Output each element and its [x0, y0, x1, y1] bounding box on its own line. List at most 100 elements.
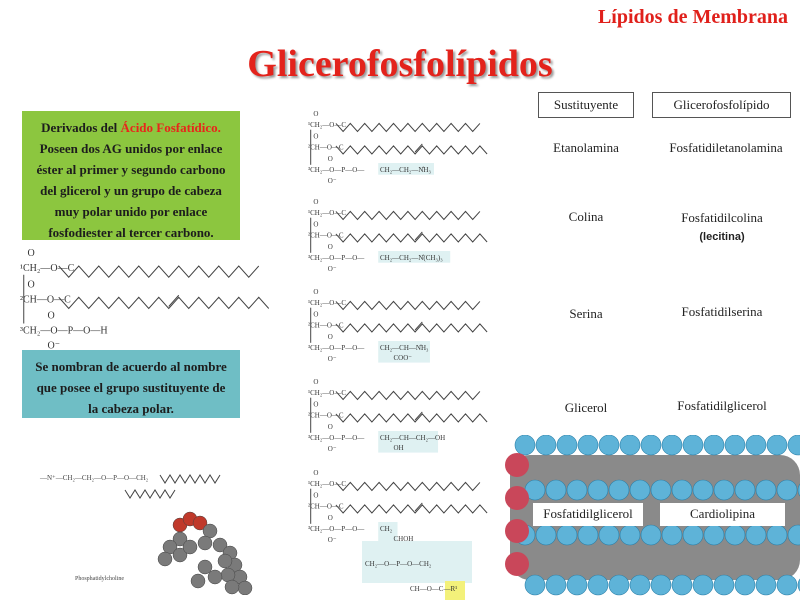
lipid-head-sphere [787, 524, 800, 546]
double-bond [414, 321, 423, 331]
phosphate-o-label: O [328, 514, 333, 522]
glycerol-c2-label: ²CH—O—C [308, 503, 344, 511]
phosphate-o-minus-label: O⁻ [328, 177, 337, 185]
fatty-acid-chain [335, 504, 488, 514]
atom-sphere [197, 559, 213, 575]
lipid-head-sphere [650, 479, 672, 501]
substituent-etanolamina: Etanolamina [553, 140, 619, 155]
lipid-head-sphere [535, 524, 557, 546]
lipid-head-sphere [766, 524, 788, 546]
carbonyl-o-label: O [313, 401, 318, 409]
head-group-label: CH₂—CH—N̊H₃ [380, 344, 429, 352]
lipid-head-sphere [556, 524, 578, 546]
head-group-highlight [378, 251, 451, 263]
lipid-head-sphere [566, 479, 588, 501]
carbonyl-o-label: O [28, 279, 35, 290]
membrane-label-cardiolipina: Cardiolipina [660, 503, 785, 526]
lipid-head-sphere [734, 574, 756, 596]
fatty-acid-chain [335, 210, 481, 221]
fatty-acid-chain [159, 474, 221, 484]
lipid-head-sphere [535, 435, 557, 456]
glycerol-c1-label: ¹CH₂—O—C [20, 263, 75, 274]
lipid-head-sphere [745, 435, 767, 456]
head-group-highlight [378, 522, 398, 544]
membrane-label-fosfatidilglicerol: Fosfatidilglicerol [533, 503, 643, 526]
fatty-acid-chain [58, 265, 260, 279]
glycerol-c3-phosphate-label: ³CH₂—O—P—O— [308, 344, 365, 352]
glycerol-c3-phosphate-label: ³CH₂—O—P—O— [308, 254, 365, 262]
lipid-head-sphere [577, 435, 599, 456]
lipid-head-sphere [745, 524, 767, 546]
lipid-head-sphere [776, 574, 798, 596]
lipid-head-sphere [556, 435, 578, 456]
lipid-head-sphere [755, 574, 777, 596]
glycerol-c2-label: ²CH—O—C [308, 412, 344, 420]
lipid-head-sphere [713, 574, 735, 596]
lipid-head-sphere [671, 574, 693, 596]
atom-sphere [172, 547, 188, 563]
glycerol-c2-label: ²CH—O—C [20, 294, 71, 305]
lipid-head-sphere [692, 479, 714, 501]
carbonyl-o-label: O [313, 492, 318, 500]
substituent-serina: Serina [569, 306, 603, 321]
lipid-fosfatidilcolina: Fosfatidilcolina [681, 210, 763, 225]
lipid-head-sphere [619, 524, 641, 546]
fatty-acid-chain [335, 300, 481, 311]
phosphate-o-minus-label: O⁻ [328, 355, 337, 363]
glycerol-c2-label: ²CH—O—C [308, 322, 344, 330]
phosphate-o-minus-label: O⁻ [328, 445, 337, 453]
atom-sphere [172, 531, 188, 547]
glycerol-c1-label: ¹CH₂—O—C [308, 480, 346, 488]
glycerol-c3-phosphate-label: ³CH₂—O—P—O— [308, 525, 365, 533]
choline-label: —N⁺—CH₂—CH₂—O—P—O—CH₂ [39, 474, 149, 482]
lipid-head-sphere [724, 524, 746, 546]
lipid-head-sphere [650, 574, 672, 596]
atom-sphere [224, 579, 240, 595]
substituent-colina: Colina [568, 209, 604, 224]
lipid-head-sphere [682, 524, 704, 546]
head-group-label: CH₂—CH—CH₂—OH [380, 434, 445, 442]
head-group-label: CH₂—CH₂—N̊H₃ [380, 166, 431, 174]
cardiolipin-ester1-label: CH—O—C—R¹ [410, 585, 457, 593]
slide-title: Glicerofosfolípidos [247, 43, 553, 85]
lipid-head-sphere [587, 574, 609, 596]
double-bond [168, 294, 180, 307]
head-group-highlight [378, 431, 439, 453]
head-group-highlight [362, 541, 472, 583]
head-group-label: CH₂ [380, 525, 393, 533]
atom-sphere [197, 535, 213, 551]
lipid-head-sphere [545, 479, 567, 501]
lipid-head-sphere [682, 435, 704, 456]
glycerol-c1-label: ¹CH₂—O—C [308, 209, 346, 217]
atom-sphere [190, 573, 206, 589]
phosphate-o-minus-label: O⁻ [328, 265, 337, 273]
glycerol-c1-label: ¹CH₂—O—C [308, 299, 346, 307]
topic-title: Lípidos de Membrana [597, 6, 788, 28]
carbonyl-o-label: O [313, 221, 318, 229]
phosphate-o-label: O [48, 311, 55, 322]
atom-sphere [237, 580, 253, 595]
double-bond [414, 143, 423, 153]
lipid-fosfatidilserina: Fosfatidilserina [681, 304, 763, 319]
r-group-highlight [445, 581, 465, 600]
lipid-head-sphere [661, 524, 683, 546]
double-bond [414, 411, 423, 421]
head-group-highlight [378, 163, 434, 175]
lipid-head-sphere [566, 574, 588, 596]
cardiolipin-linker-label: CH₂—O—P—O—CH₂ [365, 560, 432, 568]
phosphate-o-label: O [328, 155, 333, 163]
lipid-head-sphere [545, 574, 567, 596]
glycerol-c2-label: ²CH—O—C [308, 144, 344, 152]
lipid-head-sphere [577, 524, 599, 546]
atom-sphere [212, 537, 228, 553]
header-sustituyente: Sustituyente [538, 92, 634, 118]
carbonyl-o-label: O [28, 248, 35, 259]
atom-sphere [192, 515, 208, 531]
lipid-head-sphere [619, 435, 641, 456]
lipid-head-sphere [734, 479, 756, 501]
phosphate-o-minus-label: O⁻ [328, 536, 337, 544]
lipid-head-sphere [608, 574, 630, 596]
atom-sphere [207, 569, 223, 585]
